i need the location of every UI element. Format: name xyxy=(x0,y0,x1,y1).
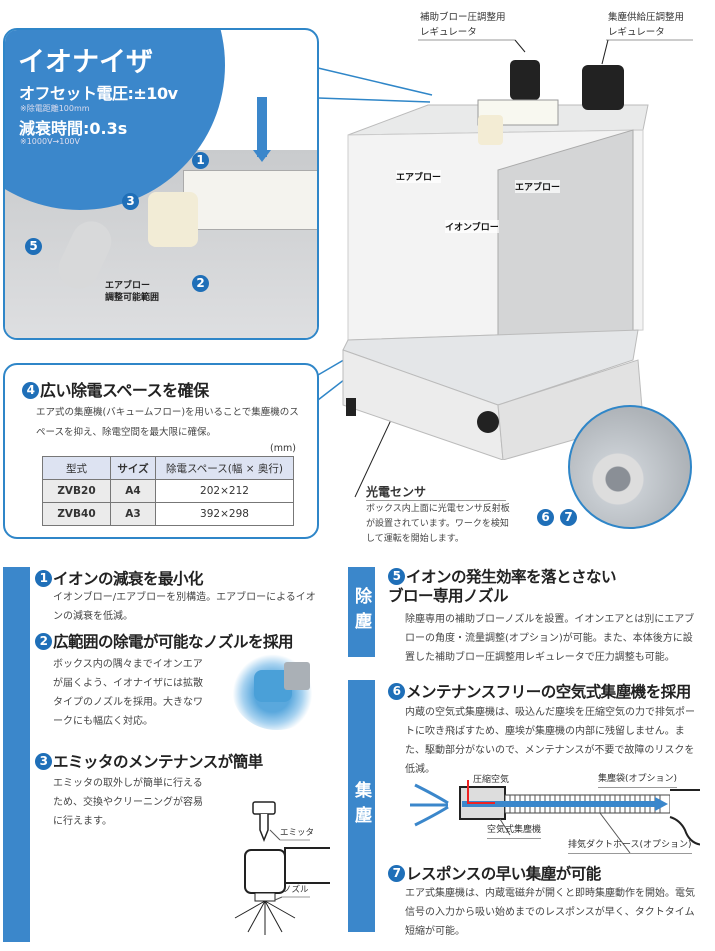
badges-6-7: 6 7 xyxy=(537,508,578,527)
feature-6-desc: 内蔵の空気式集塵機は、吸込んだ塵埃を圧縮空気の力で排気ポートに吹き飛ばすため、塵… xyxy=(405,707,695,775)
feature-5-desc: 除塵専用の補助ブローノズルを設置。イオンエアとは別にエアブローの角度・流量調整(… xyxy=(405,614,695,663)
hose-label: 排気ダクトホース(オプション) xyxy=(568,838,692,854)
regulator-label-aux: 補助ブロー圧調整用 レギュレータ xyxy=(420,12,506,38)
airblow-label-left: エアブロー xyxy=(396,170,442,183)
hero-title: イオナイザ xyxy=(18,47,153,78)
badge-1: 1 xyxy=(192,152,209,169)
arrow-down-icon xyxy=(253,150,271,162)
collector-label: 空気式集塵機 xyxy=(487,823,542,839)
airblow-range-label: エアブロー 調整可能範囲 xyxy=(105,281,160,303)
ionblow-label: イオンブロー xyxy=(445,220,499,233)
feature-7-desc: エア式集塵機は、内蔵電磁弁が開くと即時集塵動作を開始。電気信号の入力から吸い始め… xyxy=(405,888,695,937)
hero-offset-note: ※除電距離100mm xyxy=(20,104,90,113)
collector-diagram xyxy=(410,780,700,854)
side-label-dust-collection: 集塵 xyxy=(348,680,375,932)
product-image xyxy=(338,60,668,461)
hero-offset: オフセット電圧:±10v xyxy=(19,84,178,103)
unit-label: (mm) xyxy=(270,443,296,454)
emitter-label: エミッタ xyxy=(280,828,315,838)
badge-3: 3 xyxy=(122,193,139,210)
badge-5: 5 xyxy=(25,238,42,255)
bag-label: 集塵袋(オプション) xyxy=(598,772,678,788)
regulator-label-dust: 集塵供給圧調整用 レギュレータ xyxy=(608,12,685,38)
space-desc: エア式の集塵機(バキュームフロー)を用いることで集塵機のスペースを抑え、除電空間… xyxy=(36,407,299,438)
magnifier-circle xyxy=(568,405,692,529)
ionizer-callout: エアブロー 調整可能範囲 イオナイザ オフセット電圧:±10v ※除電距離100… xyxy=(3,28,319,340)
side-label-dust-removal: 除塵 xyxy=(348,567,375,657)
nozzle-label: ノズル xyxy=(283,885,309,895)
feature-2-desc: ボックス内の隅々までイオンエアが届くよう、イオナイザには拡散タイプのノズルを採用… xyxy=(53,659,203,727)
left-side-bar xyxy=(3,567,30,942)
sensor-desc: ボックス内上面に光電センサ反射板が設置されています。ワークを検知して運転を開始し… xyxy=(366,504,510,544)
airblow-label-right: エアブロー xyxy=(515,180,561,193)
hero-decay-note: ※1000V→100V xyxy=(20,137,80,146)
sensor-title: 光電センサ xyxy=(366,483,506,501)
feature-3-desc: エミッタの取外しが簡単に行えるため、交換やクリーニングが容易に行えます。 xyxy=(53,778,203,827)
nozzle-image xyxy=(232,650,322,730)
badge-2: 2 xyxy=(192,275,209,292)
compressed-air-label: 圧縮空気 xyxy=(473,775,510,785)
hero-decay: 減衰時間:0.3s xyxy=(19,119,128,138)
feature-1-desc: イオンブロー/エアブローを別構造。エアブローによるイオンの減衰を低減。 xyxy=(53,592,316,622)
emitter-diagram xyxy=(234,801,330,935)
